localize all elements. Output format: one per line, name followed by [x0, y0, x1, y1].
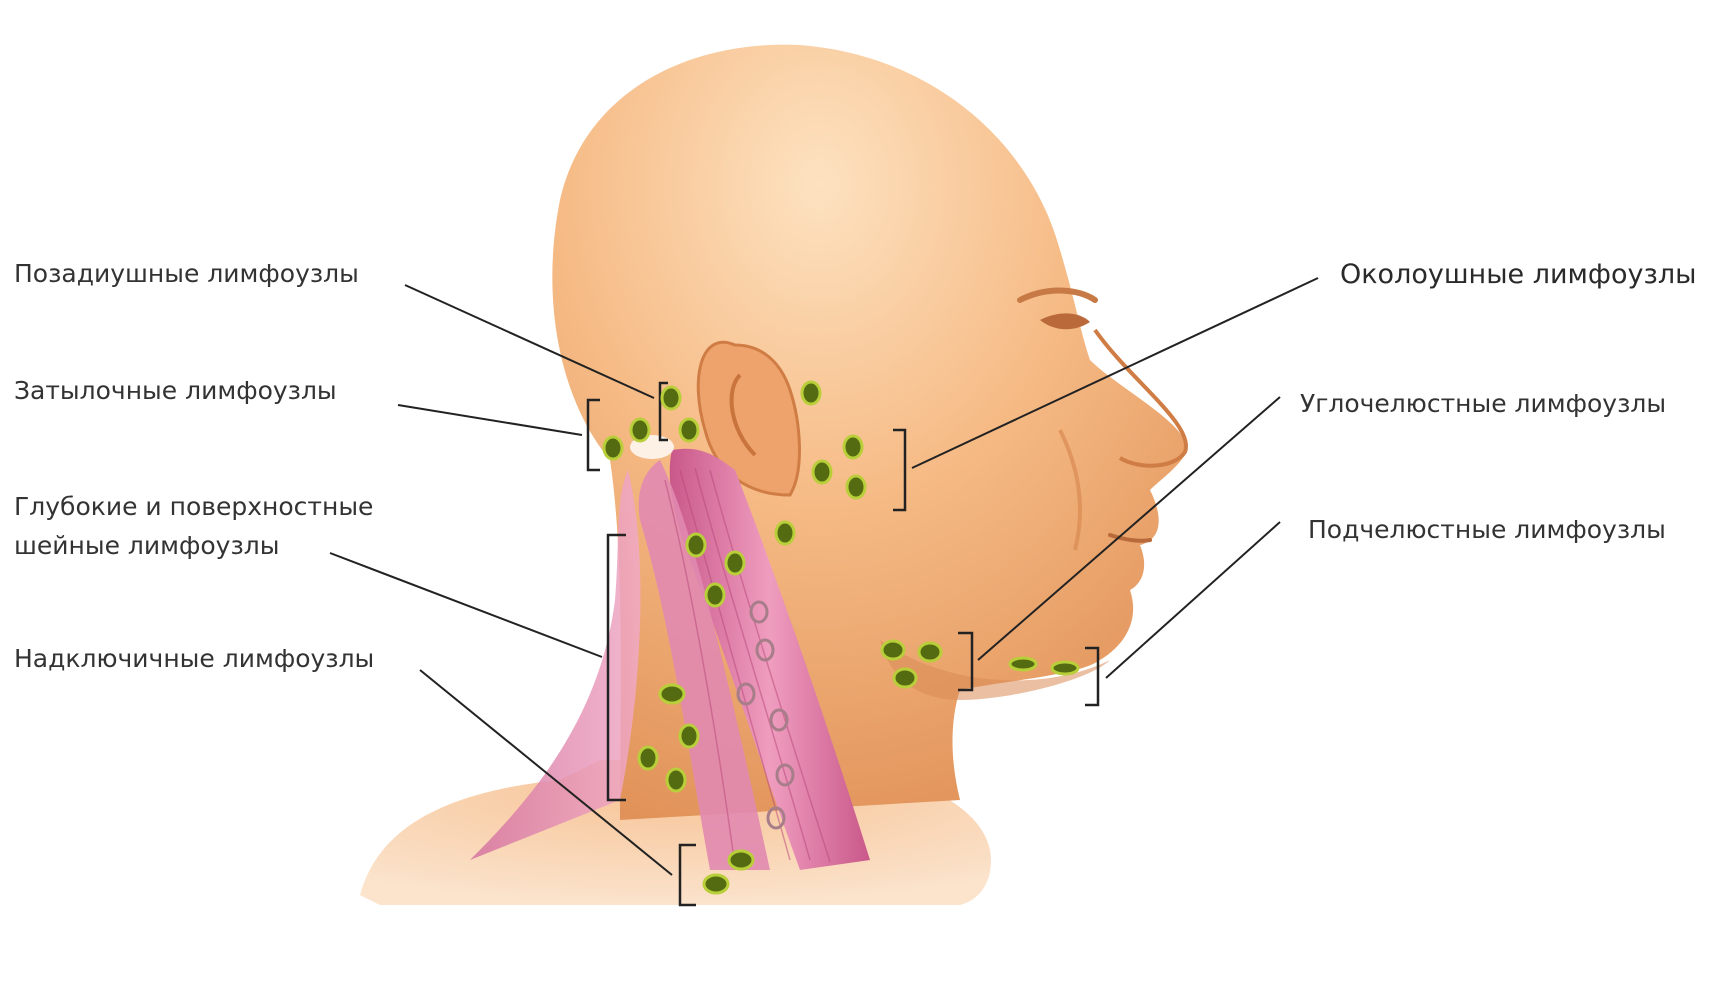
- label-occipital: Затылочные лимфоузлы: [14, 375, 337, 407]
- lymph-node: [631, 419, 649, 441]
- lymph-node: [802, 382, 820, 404]
- lymph-node: [604, 437, 622, 459]
- lymph-node: [680, 419, 698, 441]
- leader-occipital: [398, 405, 582, 435]
- lymph-node: [660, 685, 684, 703]
- lymph-node: [687, 534, 705, 556]
- lymph-node: [680, 725, 698, 747]
- lymph-node: [726, 552, 744, 574]
- leader-cervical: [330, 553, 602, 657]
- lymph-node: [894, 669, 916, 687]
- lymph-node: [706, 584, 724, 606]
- label-supraclavicular: Надключичные лимфоузлы: [14, 643, 374, 675]
- lymph-node: [667, 769, 685, 791]
- label-cervical-line1: Глубокие и поверхностные: [14, 491, 373, 523]
- lymph-node: [704, 875, 728, 893]
- lymph-node: [1010, 658, 1036, 670]
- label-posterior-auricular: Позадиушные лимфоузлы: [14, 258, 359, 290]
- lymph-node: [776, 522, 794, 544]
- lymph-node: [919, 643, 941, 661]
- lymph-node: [844, 436, 862, 458]
- lymph-node: [813, 461, 831, 483]
- label-cervical-line2: шейные лимфоузлы: [14, 530, 279, 562]
- lymph-node: [729, 851, 753, 869]
- lymph-node: [662, 387, 680, 409]
- lymph-node: [639, 747, 657, 769]
- label-parotid: Околоушные лимфоузлы: [1340, 259, 1696, 291]
- lymph-node: [882, 641, 904, 659]
- lymph-node: [847, 476, 865, 498]
- label-submandibular: Подчелюстные лимфоузлы: [1308, 514, 1666, 546]
- label-jugulodigastric: Углочелюстные лимфоузлы: [1300, 388, 1666, 420]
- lymph-node: [1052, 662, 1078, 674]
